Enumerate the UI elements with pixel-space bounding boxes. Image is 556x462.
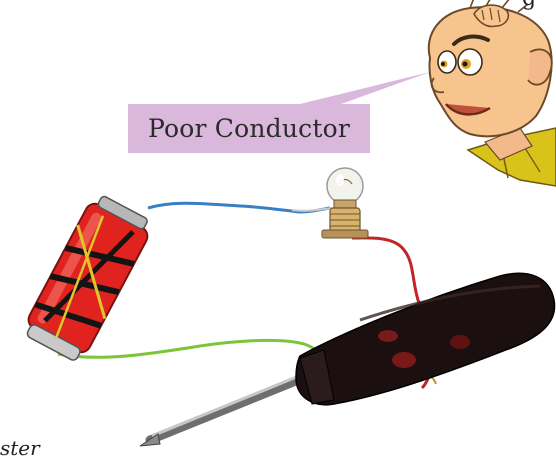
edge-text-bottom: ster: [0, 436, 40, 460]
edge-text-top: g: [522, 0, 536, 11]
speech-bubble-text: Poor Conductor: [128, 104, 370, 153]
bulb-icon: [322, 168, 368, 238]
battery-icon: [20, 191, 155, 364]
cartoon-face-icon: [429, 0, 556, 186]
screwdriver-icon: [140, 273, 555, 446]
